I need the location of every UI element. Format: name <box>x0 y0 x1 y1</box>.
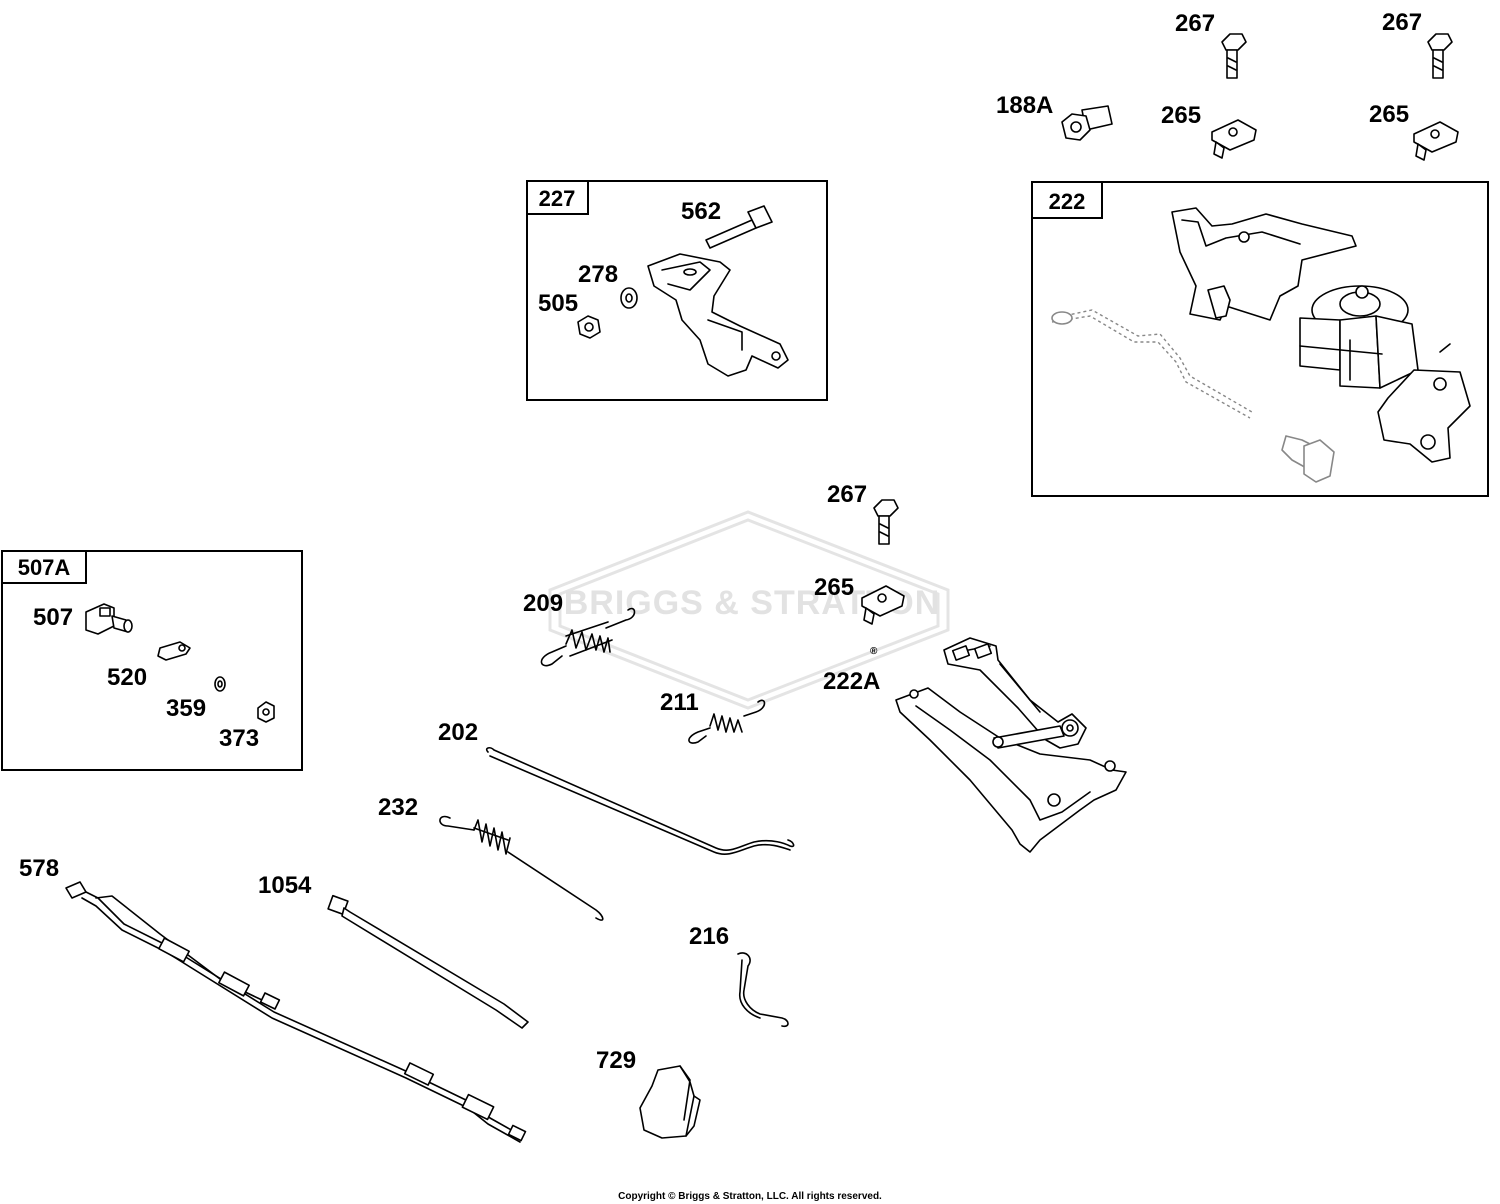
label-507: 507 <box>33 604 73 631</box>
label-202: 202 <box>438 719 478 746</box>
cable-578 <box>65 881 527 1143</box>
label-267-top-right: 267 <box>1382 9 1422 36</box>
clip-265-center <box>861 585 905 625</box>
label-267-top-left: 267 <box>1175 10 1215 37</box>
label-232: 232 <box>378 794 418 821</box>
control-bracket-222a <box>895 637 1127 853</box>
label-265-center: 265 <box>814 574 854 601</box>
copyright-notice: Copyright © Briggs & Stratton, LLC. All … <box>618 1191 882 1202</box>
label-373: 373 <box>219 725 259 752</box>
rod-202 <box>485 747 795 855</box>
label-359: 359 <box>166 695 206 722</box>
spring-232 <box>439 815 604 921</box>
bolt-267-top-left <box>1221 33 1247 79</box>
spring-211 <box>688 699 766 744</box>
label-267-center: 267 <box>827 481 867 508</box>
box-227-title: 227 <box>539 186 576 211</box>
box-222-title: 222 <box>1049 189 1086 214</box>
label-729: 729 <box>596 1047 636 1074</box>
kit-box-227: 227 562 278 505 <box>526 180 828 401</box>
label-265-top-right: 265 <box>1369 101 1409 128</box>
clip-265-top-right <box>1413 121 1459 161</box>
cover-729 <box>639 1065 701 1139</box>
label-505: 505 <box>538 290 578 317</box>
bolt-188a <box>1061 105 1113 141</box>
label-520: 520 <box>107 664 147 691</box>
label-562: 562 <box>681 198 721 225</box>
label-209: 209 <box>523 590 563 617</box>
watermark-registered: ® <box>870 646 878 657</box>
spring-209 <box>540 607 636 667</box>
label-216: 216 <box>689 923 729 950</box>
label-1054: 1054 <box>258 872 312 899</box>
kit-box-507a: 507A 507 520 359 373 <box>1 550 303 771</box>
bolt-267-top-right <box>1427 33 1453 79</box>
label-278: 278 <box>578 261 618 288</box>
label-222a: 222A <box>823 668 880 695</box>
label-188a: 188A <box>996 92 1053 119</box>
label-211: 211 <box>660 689 699 716</box>
box-507a-title: 507A <box>18 555 71 580</box>
clip-265-top-left <box>1211 119 1257 159</box>
link-216 <box>737 952 789 1028</box>
label-265-top-left: 265 <box>1161 102 1201 129</box>
bolt-267-center <box>873 499 899 545</box>
cable-tie-1054 <box>327 894 529 1029</box>
kit-box-222: 222 <box>1031 181 1489 497</box>
label-578: 578 <box>19 855 59 882</box>
